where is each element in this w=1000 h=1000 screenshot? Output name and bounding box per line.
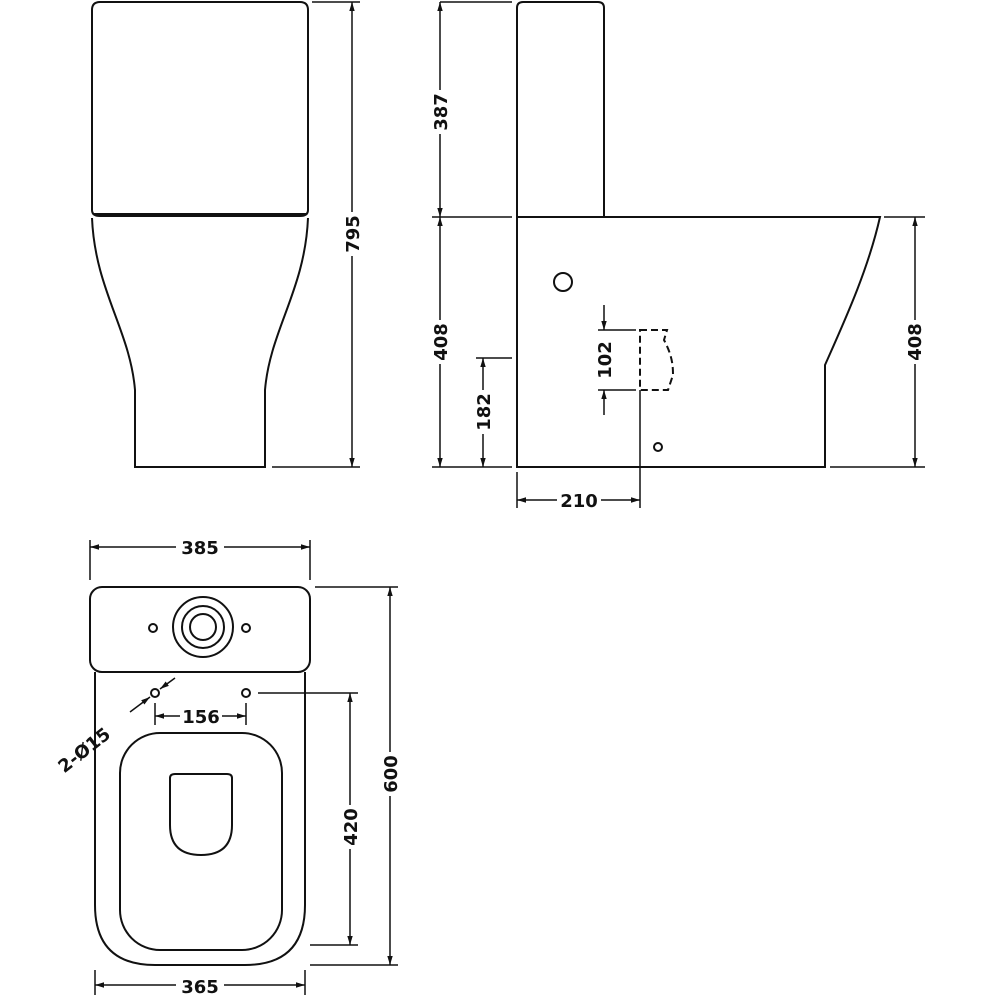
dimension-label-420: 420 [341,808,362,846]
side-pan [516,216,882,468]
dimension-label-600: 600 [381,755,402,793]
dimension-label-102: 102 [595,341,616,379]
cistern-outline [91,1,309,217]
inlet-hole [553,272,573,292]
front-view: 795 [91,1,364,468]
dimension-label-387: 387 [431,93,452,131]
dimension-label-210: 210 [560,491,598,512]
side-cistern [516,1,605,218]
pan-outline [91,217,309,468]
plan-pan [94,672,306,966]
plan-view: 385 600 420 156 2-Ø15 365 [54,537,402,998]
side-view: 387 408 182 102 210 408 [430,1,926,512]
seat-opening [119,732,283,951]
fixing-hole-right [241,688,251,698]
bowl-outlet [169,773,233,857]
dimension-label-795: 795 [343,215,364,253]
dimension-label-156: 156 [182,707,220,728]
dimension-label-385: 385 [181,538,219,559]
dimension-label-365: 365 [181,977,219,998]
dimension-label-182: 182 [474,393,495,431]
fixing-hole [653,442,663,452]
dimension-label-408-left: 408 [431,323,452,361]
plan-cistern [89,586,311,673]
fixing-hole-left [150,688,160,698]
dimension-label-408-right: 408 [905,323,926,361]
waste-outlet-hidden [639,329,675,391]
flush-button-outer [172,596,234,658]
fixing-hole-label: 2-Ø15 [54,724,114,778]
